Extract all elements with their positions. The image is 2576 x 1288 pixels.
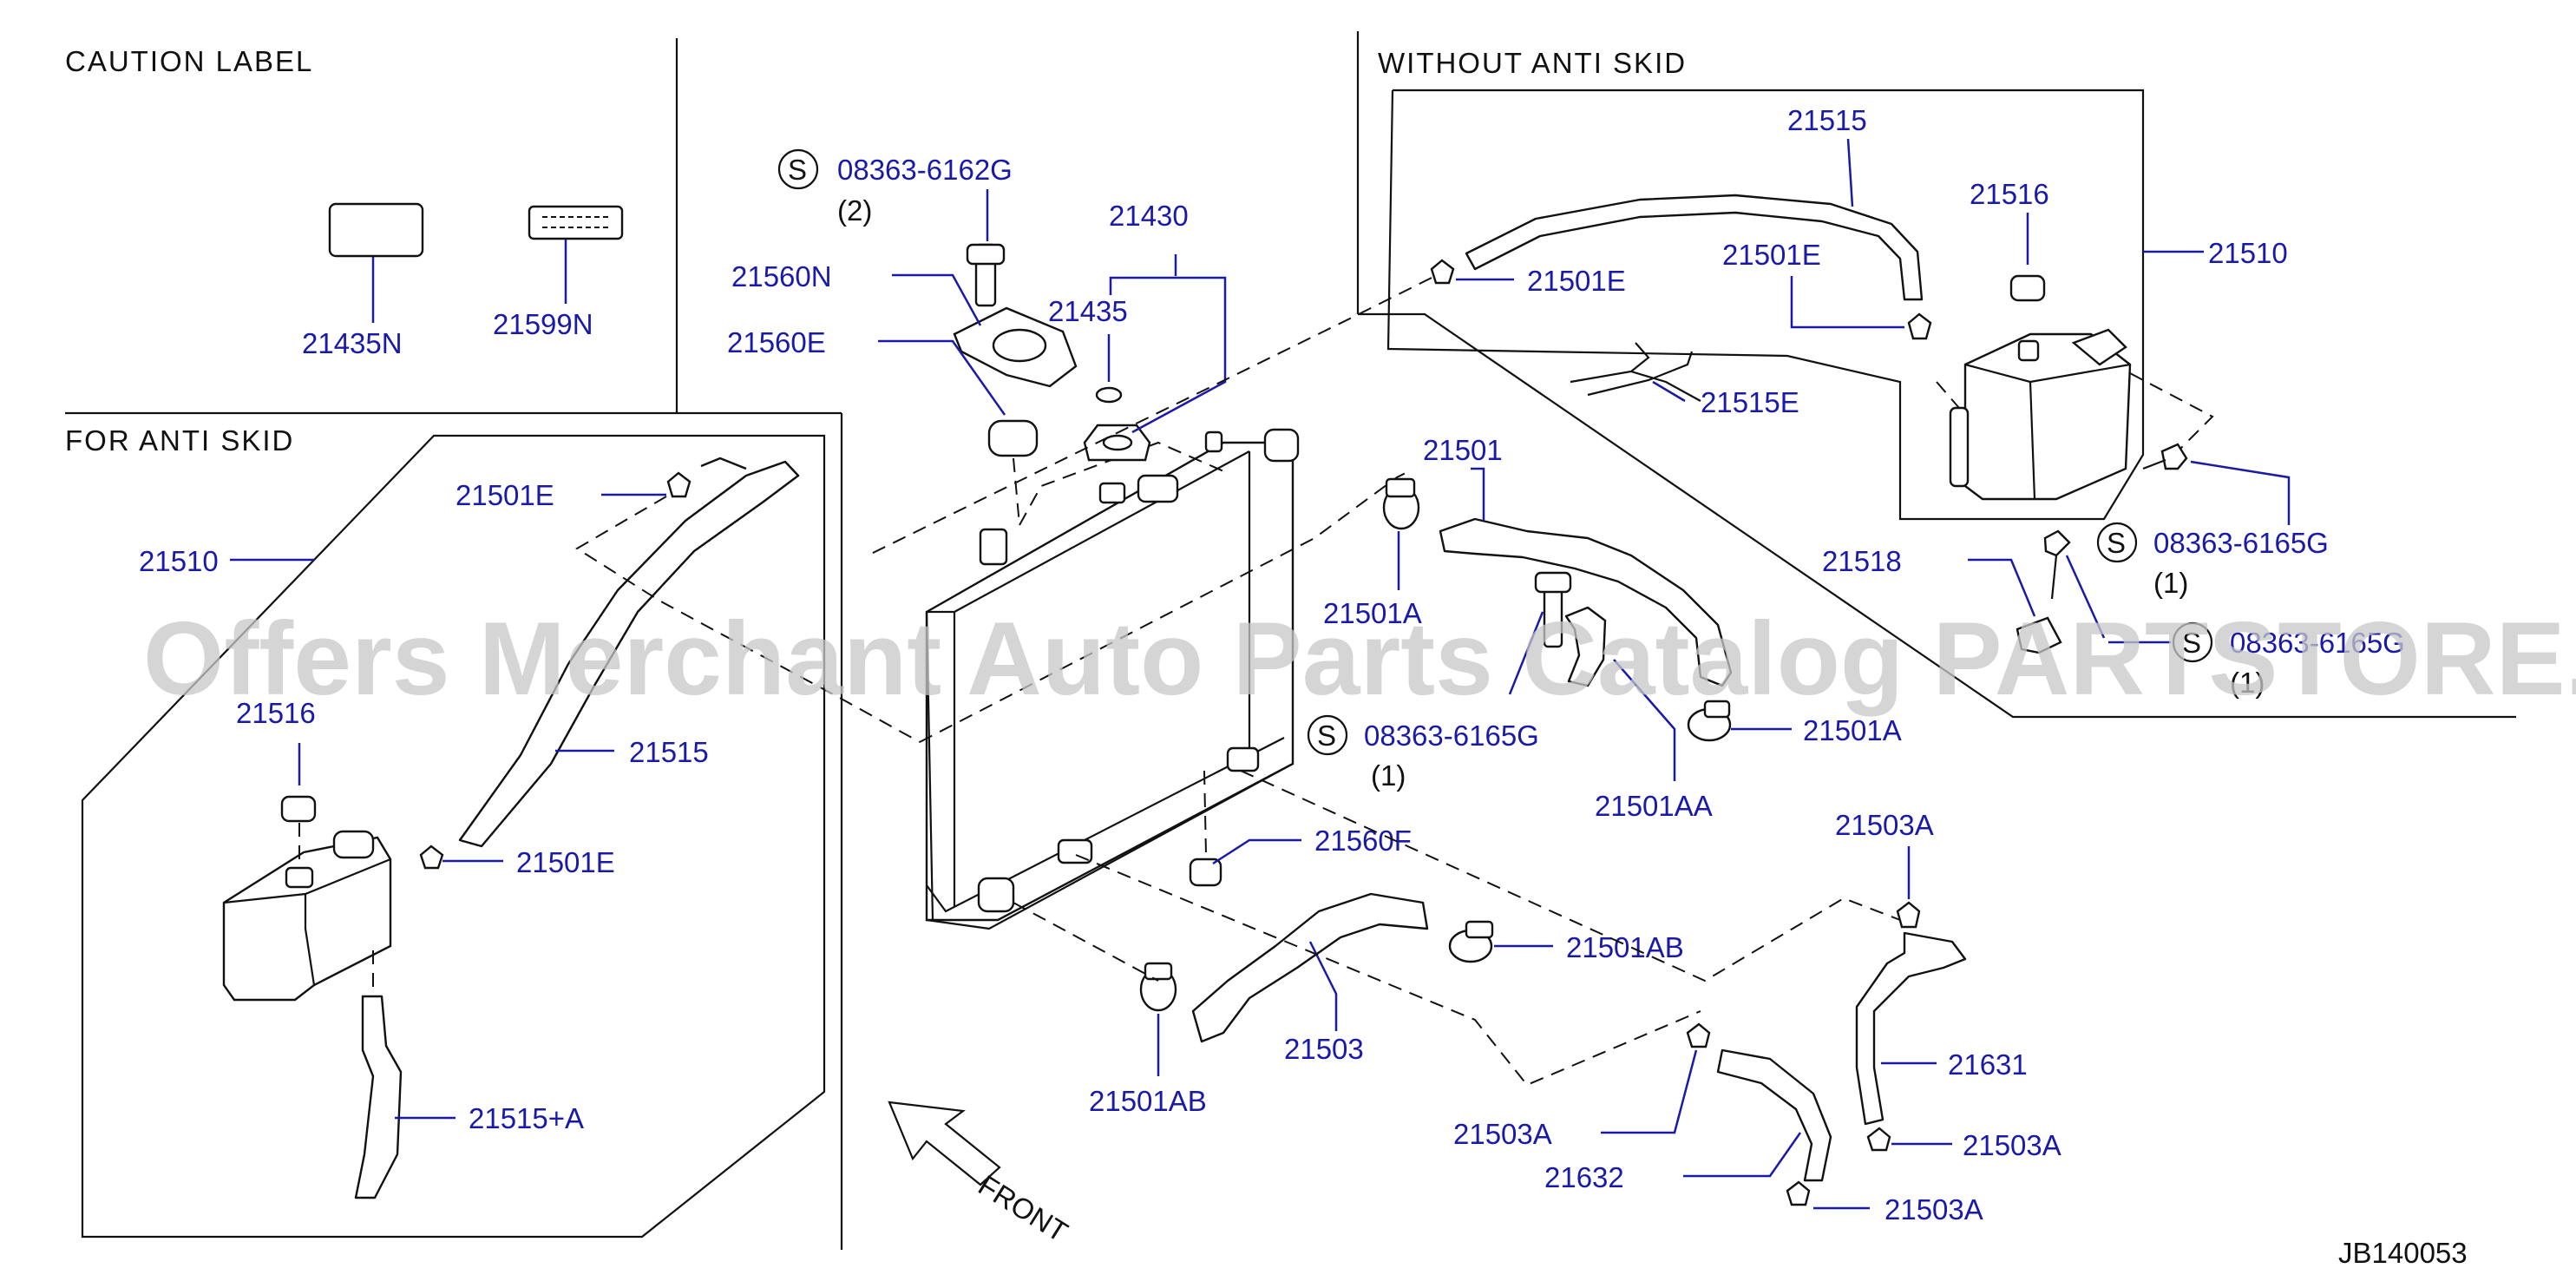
screw-08363-6165g-lower-right: S 08363-6165G (1): [2108, 621, 2405, 699]
reservoir-tank-no-anti-skid: [1936, 328, 2132, 501]
svg-text:21632: 21632: [1544, 1161, 1624, 1193]
svg-text:FRONT: FRONT: [973, 1169, 1073, 1249]
svg-text:08363-6162G: 08363-6162G: [837, 154, 1013, 186]
svg-text:21430: 21430: [1109, 200, 1189, 232]
clip-21503a-top: 21503A: [1835, 809, 1934, 929]
svg-text:21435: 21435: [1048, 295, 1128, 327]
svg-text:21516: 21516: [236, 697, 316, 729]
clip-21503a-bottom: 21503A: [1786, 1180, 1983, 1226]
front-arrow: FRONT: [888, 1101, 1073, 1249]
no-anti-skid-frame: [1386, 89, 2145, 521]
svg-text:21515E: 21515E: [1701, 386, 1799, 418]
svg-text:08363-6165G: 08363-6165G: [2153, 527, 2329, 559]
reservoir-cap-no-anti-skid: 21516: [1970, 178, 2049, 302]
caution-label-21435n: 21435N: [302, 202, 424, 359]
label-21510-no-anti-skid: 21510: [2208, 237, 2288, 269]
clip-21503a-mid-left: 21503A: [1453, 1022, 1711, 1150]
screw-08363-6165g-center: S 08363-6165G (1): [1307, 571, 1572, 792]
overflow-hose-no-anti-skid: 21515: [1465, 104, 1924, 301]
label-21510-anti-skid: 21510: [139, 545, 219, 577]
svg-text:21560E: 21560E: [727, 326, 826, 358]
svg-text:21516: 21516: [1970, 178, 2049, 210]
dashed-route-filler: [1019, 441, 1229, 526]
svg-text:21501: 21501: [1423, 434, 1503, 466]
svg-text:(1): (1): [1371, 759, 1406, 792]
screw-08363-6165g-right: S 08363-6165G (1): [2096, 443, 2329, 599]
grommet-21560e: 21560E: [727, 326, 1039, 526]
dashed-route-tank-bolt: [2129, 372, 2214, 452]
svg-text:21518: 21518: [1822, 545, 1902, 577]
anti-skid-frame: [81, 434, 826, 1239]
svg-text:S: S: [2107, 527, 2126, 559]
dashed-route-no-anti-skid: [867, 277, 1432, 556]
svg-text:21501A: 21501A: [1323, 597, 1422, 629]
clip-21503a-mid-right: 21503A: [1866, 1127, 2061, 1161]
svg-text:S: S: [2182, 627, 2201, 659]
svg-text:S: S: [788, 154, 807, 186]
svg-text:21501AB: 21501AB: [1566, 931, 1684, 963]
svg-text:(1): (1): [2230, 667, 2265, 699]
svg-text:21515: 21515: [629, 736, 709, 768]
lower-hose-21503: 21503: [1191, 892, 1429, 1065]
hose-21631: 21631: [1855, 931, 2028, 1126]
hose-21632: 21632: [1544, 1048, 1832, 1193]
dashed-route-lower-left: [1013, 902, 1159, 982]
dashed-route-anti-skid: [575, 496, 921, 743]
dashed-route-lower: [1075, 854, 1701, 1087]
wire-harness-21515e: 21515E: [1570, 342, 1799, 418]
svg-text:21501AA: 21501AA: [1595, 790, 1713, 822]
svg-text:S: S: [1317, 720, 1336, 752]
svg-text:21599N: 21599N: [493, 308, 593, 340]
svg-text:21503A: 21503A: [1963, 1129, 2061, 1161]
clip-21501e-anti-skid-top: 21501E: [456, 471, 692, 511]
svg-text:21501E: 21501E: [516, 846, 615, 878]
svg-text:21631: 21631: [1948, 1048, 2028, 1081]
svg-text:(2): (2): [837, 194, 872, 227]
svg-text:21503: 21503: [1284, 1033, 1364, 1065]
svg-text:21515+A: 21515+A: [469, 1102, 584, 1134]
clip-21501e-anti-skid-mid: 21501E: [419, 844, 615, 878]
bracket-21560n: 21560N: [731, 260, 1078, 388]
clamp-21501a-lower: 21501A: [1687, 700, 1902, 746]
upper-hose-21501: 21501: [1423, 434, 1733, 687]
for-anti-skid-header: FOR ANTI SKID: [65, 424, 294, 457]
svg-text:21503A: 21503A: [1453, 1118, 1552, 1150]
overflow-hose-anti-skid: 21515: [458, 457, 800, 848]
svg-text:21501AB: 21501AB: [1089, 1085, 1207, 1117]
without-anti-skid-header: WITHOUT ANTI SKID: [1378, 47, 1687, 79]
svg-text:21501E: 21501E: [456, 479, 554, 511]
caution-label-header: CAUTION LABEL: [65, 45, 313, 77]
diagram-code: JB140053: [2338, 1237, 2468, 1269]
svg-text:21435N: 21435N: [302, 327, 403, 359]
reservoir-tank-anti-skid: [222, 830, 392, 1002]
caution-label-21599n: 21599N: [493, 205, 624, 340]
clamp-21501ab-right: 21501AB: [1448, 920, 1684, 963]
svg-text:08363-6165G: 08363-6165G: [1364, 720, 1539, 752]
radiator-cap-21430: 21430 21435: [1048, 200, 1227, 504]
svg-text:21560N: 21560N: [731, 260, 832, 292]
hose-21501aa: 21501AA: [1564, 606, 1713, 822]
svg-text:21503A: 21503A: [1835, 809, 1934, 841]
svg-text:21501E: 21501E: [1527, 265, 1626, 297]
dashed-route-radiator: [919, 472, 1406, 743]
clip-21501e-no-anti-skid-mid: 21501E: [1722, 239, 1932, 340]
svg-text:21515: 21515: [1787, 104, 1867, 136]
section-dividers: [65, 31, 2516, 1250]
svg-text:21503A: 21503A: [1884, 1193, 1983, 1226]
svg-text:08363-6165G: 08363-6165G: [2230, 627, 2405, 659]
reservoir-cap-anti-skid: 21516: [236, 697, 317, 864]
drain-hose-anti-skid: 21515+A: [354, 950, 584, 1199]
dashed-route-lower-right: [1240, 770, 1901, 982]
screw-08363-6162g: S 08363-6162G (2): [777, 148, 1013, 307]
bracket-21518: 21518: [1822, 529, 2106, 654]
svg-text:21501E: 21501E: [1722, 239, 1821, 271]
clamp-21501a-upper: 21501A: [1323, 477, 1422, 629]
svg-text:21501A: 21501A: [1803, 714, 1902, 746]
svg-text:(1): (1): [2153, 567, 2188, 599]
radiator-core: [925, 428, 1300, 930]
clip-21501e-no-anti-skid-top: 21501E: [1430, 259, 1626, 297]
watermark: Offers Merchant Auto Parts Catalog PARTS…: [143, 601, 2576, 717]
clamp-21501ab-left: 21501AB: [1089, 962, 1207, 1117]
